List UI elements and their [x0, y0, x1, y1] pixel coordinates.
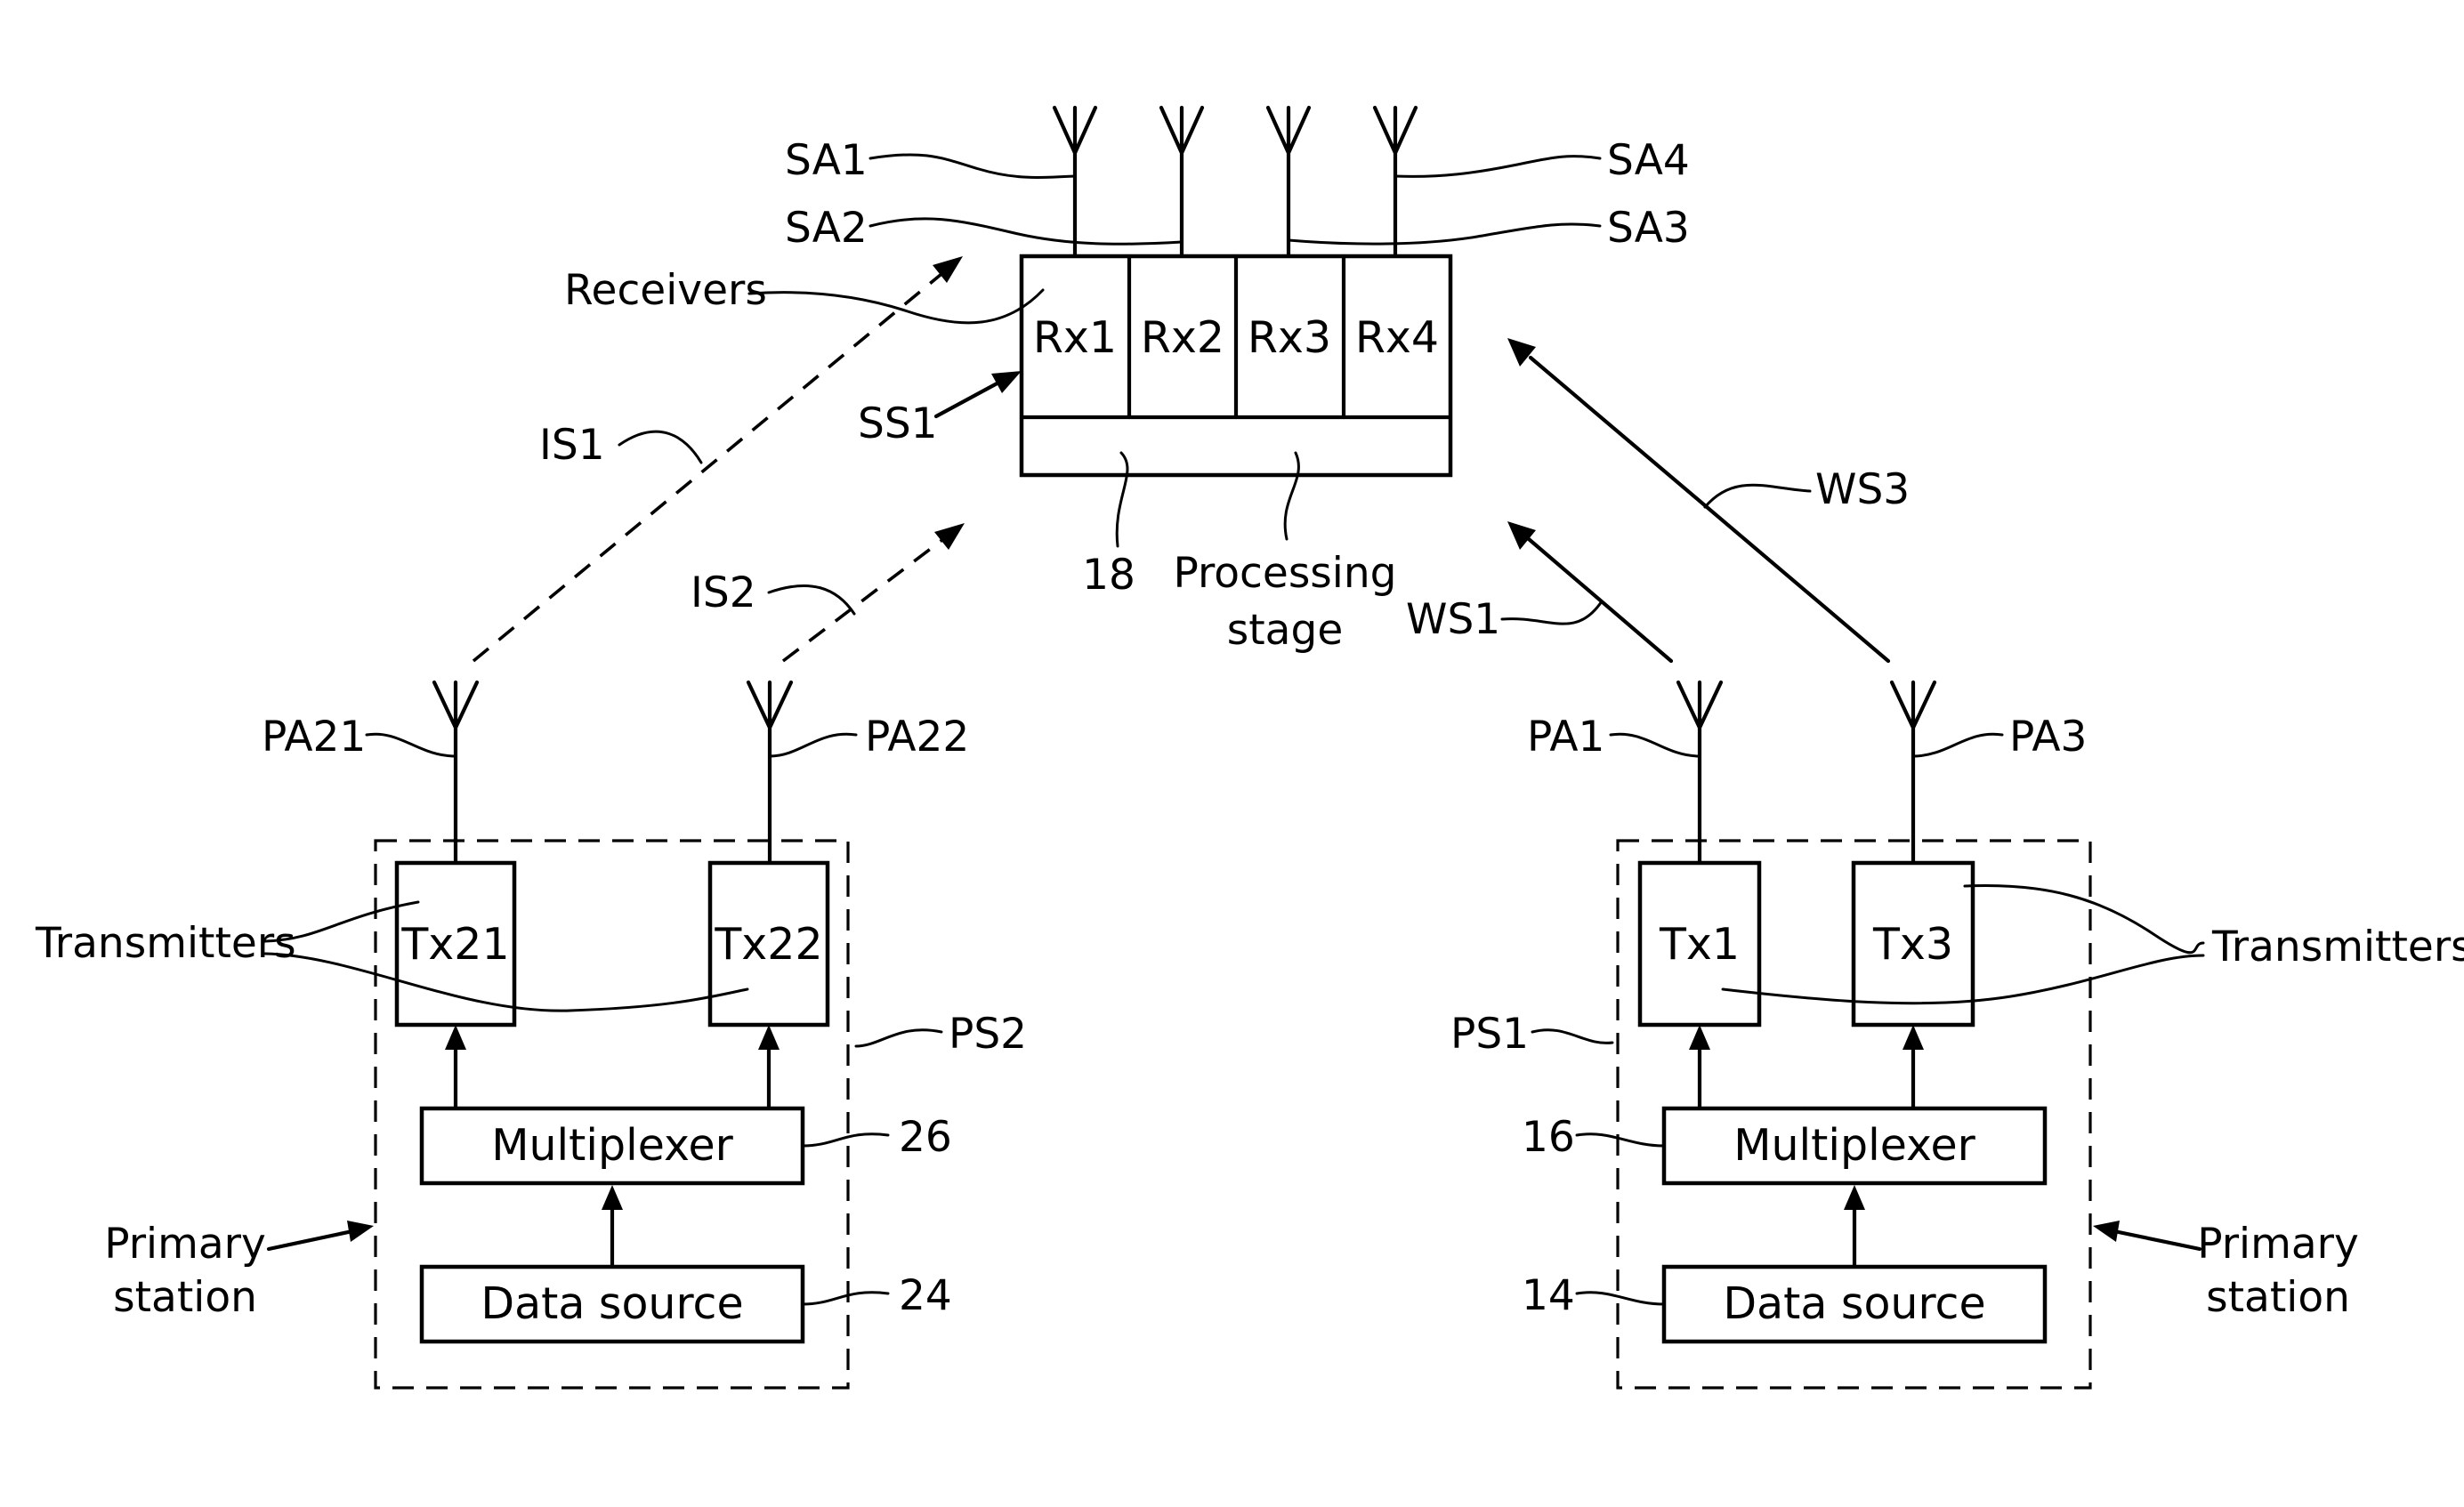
label-primary-station-right-line2: station — [2206, 1273, 2350, 1322]
label-pa21: PA21 — [262, 713, 366, 762]
label-pa22: PA22 — [865, 713, 969, 762]
data-source-24-label: Data source — [481, 1278, 743, 1329]
label-ss1: SS1 — [858, 399, 938, 448]
transmitter-tx22-label: Tx22 — [714, 919, 822, 970]
label-primary-station-left-line1: Primary — [104, 1220, 266, 1269]
label-is1: IS1 — [539, 421, 605, 470]
transmitter-tx3-label: Tx3 — [1872, 919, 1953, 970]
receiver-rx1: Rx1 — [1033, 312, 1117, 363]
signal-ws1-line — [1529, 539, 1671, 661]
multiplexer-16-label: Multiplexer — [1733, 1120, 1975, 1171]
label-receivers: Receivers — [564, 266, 767, 315]
antenna-sa1 — [1054, 108, 1095, 256]
label-pa3: PA3 — [2009, 713, 2087, 762]
label-data-source-ref-24: 24 — [899, 1271, 952, 1320]
antenna-sa2 — [1161, 108, 1202, 256]
signal-is2-line — [783, 539, 943, 661]
antenna-pa22 — [748, 682, 791, 863]
receiver-rx3: Rx3 — [1248, 312, 1331, 363]
label-primary-station-left-line2: station — [113, 1273, 257, 1322]
label-ps1: PS1 — [1450, 1010, 1529, 1059]
label-transmitters-left: Transmitters — [35, 919, 296, 968]
label-ws3: WS3 — [1815, 465, 1910, 514]
label-processing-ref: 18 — [1082, 551, 1135, 600]
receiver-rx2: Rx2 — [1141, 312, 1224, 363]
transmitter-tx21-label: Tx21 — [400, 919, 509, 970]
signal-ws1-arrowhead — [1507, 521, 1536, 550]
label-multiplexer-ref-26: 26 — [899, 1113, 952, 1162]
antenna-pa3 — [1892, 682, 1935, 863]
antenna-sa3 — [1268, 108, 1309, 256]
antenna-pa1 — [1678, 682, 1721, 863]
antenna-pa21 — [434, 682, 477, 863]
label-multiplexer-ref-16: 16 — [1522, 1113, 1575, 1162]
label-sa2: SA2 — [785, 204, 868, 253]
label-sa1: SA1 — [785, 136, 868, 185]
label-processing-stage-line2: stage — [1227, 606, 1343, 655]
label-processing-stage-line1: Processing — [1174, 549, 1397, 598]
transmitter-tx1-label: Tx1 — [1659, 919, 1740, 970]
label-sa4: SA4 — [1607, 136, 1690, 185]
label-is2: IS2 — [691, 568, 756, 617]
label-data-source-ref-14: 14 — [1522, 1271, 1575, 1320]
label-primary-station-right-line1: Primary — [2197, 1220, 2359, 1269]
data-source-14-label: Data source — [1723, 1278, 1985, 1329]
label-transmitters-right: Transmitters — [2211, 923, 2464, 971]
multiplexer-26-label: Multiplexer — [491, 1120, 733, 1171]
signal-is2-arrowhead — [934, 523, 965, 550]
signal-ws3-arrowhead — [1507, 338, 1536, 367]
label-ps2: PS2 — [949, 1010, 1027, 1059]
label-pa1: PA1 — [1527, 713, 1604, 762]
label-sa3: SA3 — [1607, 204, 1690, 253]
primary-station-ps1: PA1 PA3 Tx1 Tx3 Transmitters PS1 Multipl… — [1450, 682, 2464, 1388]
label-ws1: WS1 — [1406, 595, 1500, 644]
primary-station-ps2: PA21 PA22 Tx21 Tx22 Transmitters PS2 Mul… — [35, 682, 1027, 1388]
antenna-sa4 — [1375, 108, 1416, 256]
receiver-rx4: Rx4 — [1355, 312, 1439, 363]
